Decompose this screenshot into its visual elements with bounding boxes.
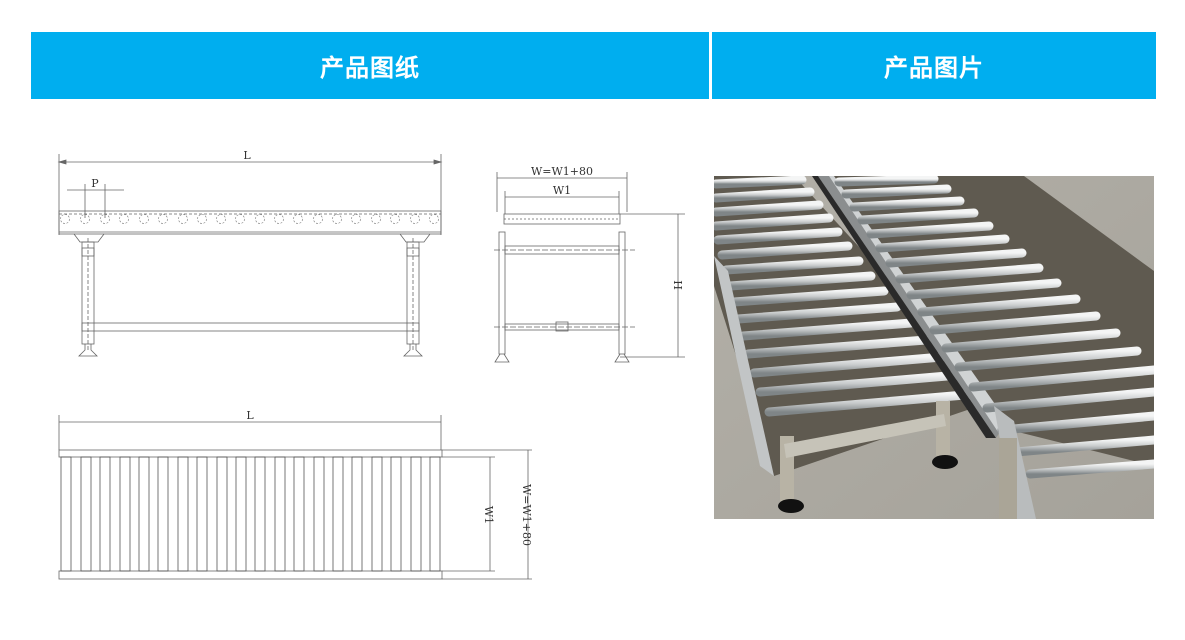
product-photo xyxy=(714,176,1154,519)
inner-width-label: W1 xyxy=(553,184,571,197)
side-rollers xyxy=(60,214,439,224)
overall-width-label: W=W1+80 xyxy=(531,165,593,178)
top-view-drawing: L W1 W=W1+80 xyxy=(58,409,533,580)
roller-conveyor-photo-illustration xyxy=(714,176,1154,519)
pitch-label: P xyxy=(91,177,99,190)
height-label: H xyxy=(671,280,684,290)
side-view-drawing: L P xyxy=(57,149,443,357)
product-drawing-header: 产品图纸 xyxy=(31,32,709,99)
product-drawing-title: 产品图纸 xyxy=(320,54,420,82)
product-photo-title: 产品图片 xyxy=(884,54,984,82)
product-photo-header: 产品图片 xyxy=(712,32,1156,99)
top-inner-width-label: W1 xyxy=(482,506,495,524)
top-length-label: L xyxy=(246,409,254,422)
top-overall-width-label: W=W1+80 xyxy=(520,484,533,546)
top-rollers xyxy=(60,456,441,572)
end-view-drawing: W=W1+80 W1 H xyxy=(494,165,685,363)
length-label: L xyxy=(243,149,251,162)
